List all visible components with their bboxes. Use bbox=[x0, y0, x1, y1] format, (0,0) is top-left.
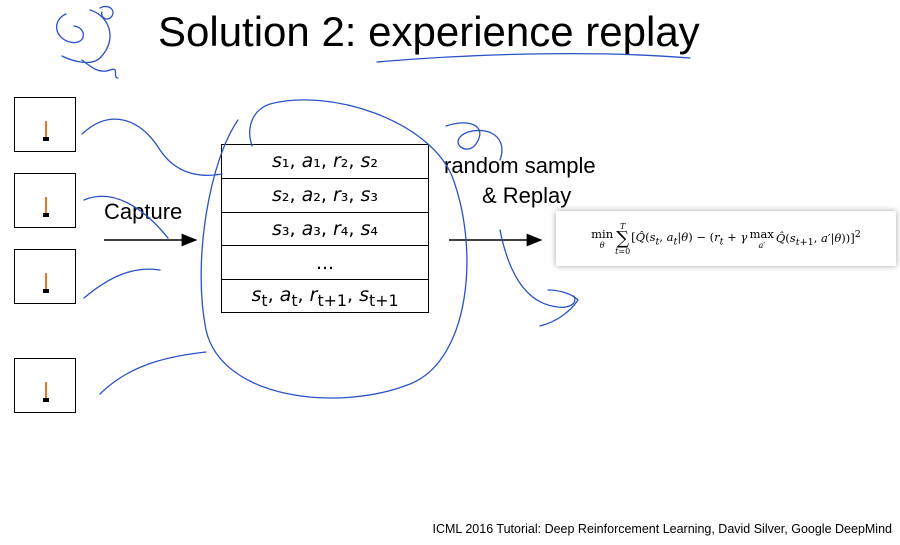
scribble-icon bbox=[99, 5, 114, 20]
capture-stroke bbox=[83, 195, 169, 239]
buffer-row: ... bbox=[222, 246, 428, 281]
capture-stroke bbox=[81, 118, 223, 176]
cart-icon bbox=[43, 289, 49, 293]
slide-title: Solution 2: experience replay bbox=[158, 8, 700, 55]
buffer-row-text: s₁, a₁, r₂, s₂ bbox=[271, 150, 378, 173]
env-frame-2 bbox=[14, 173, 76, 228]
buffer-circle bbox=[200, 99, 468, 399]
scribble-icon bbox=[81, 59, 119, 79]
buffer-row: s₃, a₃, r₄, s₄ bbox=[222, 213, 428, 247]
capture-stroke bbox=[99, 351, 207, 395]
cartpole-pole-icon bbox=[45, 197, 47, 213]
footer-credit: ICML 2016 Tutorial: Deep Reinforcement L… bbox=[432, 522, 892, 536]
replay-stroke bbox=[499, 229, 576, 308]
cartpole-pole-icon bbox=[45, 382, 47, 398]
buffer-row: s₂, a₂, r₃, s₃ bbox=[222, 179, 428, 213]
capture-stroke bbox=[83, 268, 161, 299]
sample-scribble bbox=[445, 122, 503, 161]
buffer-row-text: s₃, a₃, r₄, s₄ bbox=[271, 217, 378, 240]
handwritten-annotations bbox=[56, 5, 691, 399]
capture-label: Capture bbox=[104, 199, 183, 224]
replay-label: & Replay bbox=[482, 183, 572, 208]
cartpole-pole-icon bbox=[45, 273, 47, 289]
cart-icon bbox=[43, 213, 49, 217]
cart-icon bbox=[43, 398, 49, 402]
buffer-row: s₁, a₁, r₂, s₂ bbox=[222, 145, 428, 179]
cart-icon bbox=[43, 137, 49, 141]
replay-stroke bbox=[539, 289, 579, 327]
env-frame-4 bbox=[14, 358, 76, 413]
env-frame-1 bbox=[14, 97, 76, 152]
random-sample-label: random sample bbox=[444, 153, 596, 178]
env-frame-3 bbox=[14, 249, 76, 304]
title-underline bbox=[376, 52, 691, 63]
scribble-icon bbox=[56, 13, 84, 44]
replay-buffer: s₁, a₁, r₂, s₂ s₂, a₂, r₃, s₃ s₃, a₃, r₄… bbox=[221, 144, 429, 313]
buffer-row-text: st, at, rt+1, st+1 bbox=[251, 284, 399, 310]
cartpole-pole-icon bbox=[45, 121, 47, 137]
buffer-row-ellipsis: ... bbox=[315, 251, 335, 274]
scribble-icon bbox=[61, 9, 111, 64]
buffer-row-text: s₂, a₂, r₃, s₃ bbox=[271, 184, 378, 207]
buffer-row: st, at, rt+1, st+1 bbox=[222, 280, 428, 314]
